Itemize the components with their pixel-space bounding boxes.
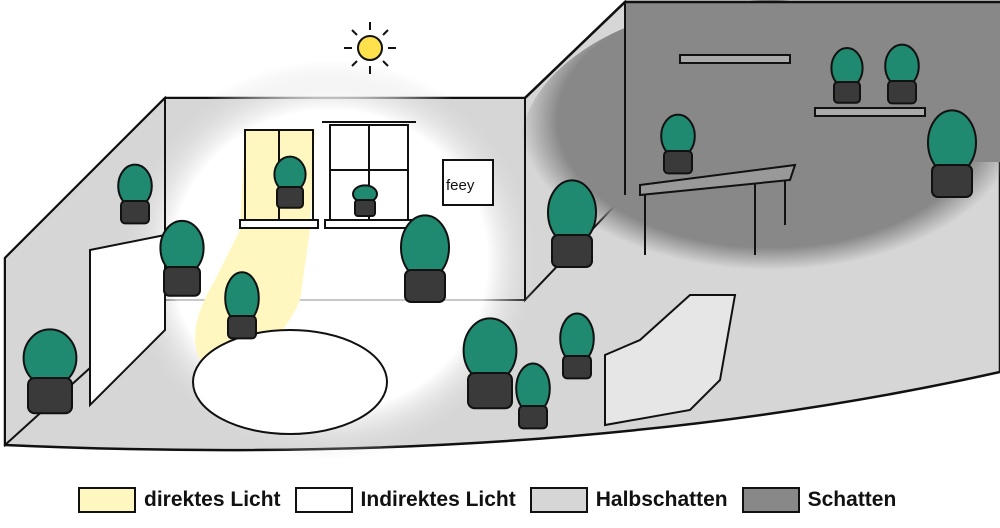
legend-swatch [741,487,800,513]
dining-table [639,163,797,255]
potted-plant [559,312,595,380]
legend-label: Schatten [807,488,897,511]
potted-plant [927,109,977,198]
legend-item-shade: Schatten [741,487,897,513]
legend-swatch [294,487,353,513]
sideboard [89,233,166,408]
sun-icon [344,22,396,74]
legend-label: direktes Licht [144,488,281,511]
potted-plant [22,328,78,415]
wall-shelf [679,54,791,64]
legend-item-indirect-light: Indirektes Licht [294,487,516,513]
potted-plant [224,271,260,340]
armchair [604,294,737,427]
potted-plant [462,317,518,410]
legend-swatch [78,487,136,513]
legend: direktes Licht Indirektes Licht Halbscha… [78,487,910,513]
rug [192,329,388,435]
potted-plant [352,184,378,217]
legend-swatch [529,487,588,513]
legend-label: Indirektes Licht [360,488,516,511]
legend-item-direct-light: direktes Licht [78,487,281,513]
logo-frame [442,159,494,206]
legend-label: Halbschatten [595,488,728,511]
wall-shelf [814,107,926,117]
potted-plant [273,155,307,209]
potted-plant [515,362,551,430]
potted-plant [159,219,205,297]
potted-plant [884,43,920,105]
potted-plant [660,113,696,175]
potted-plant [830,47,864,104]
potted-plant [547,179,597,268]
legend-item-partial-shade: Halbschatten [529,487,728,513]
logo-text: feey [446,177,475,194]
potted-plant [117,163,153,225]
potted-plant [400,214,450,303]
